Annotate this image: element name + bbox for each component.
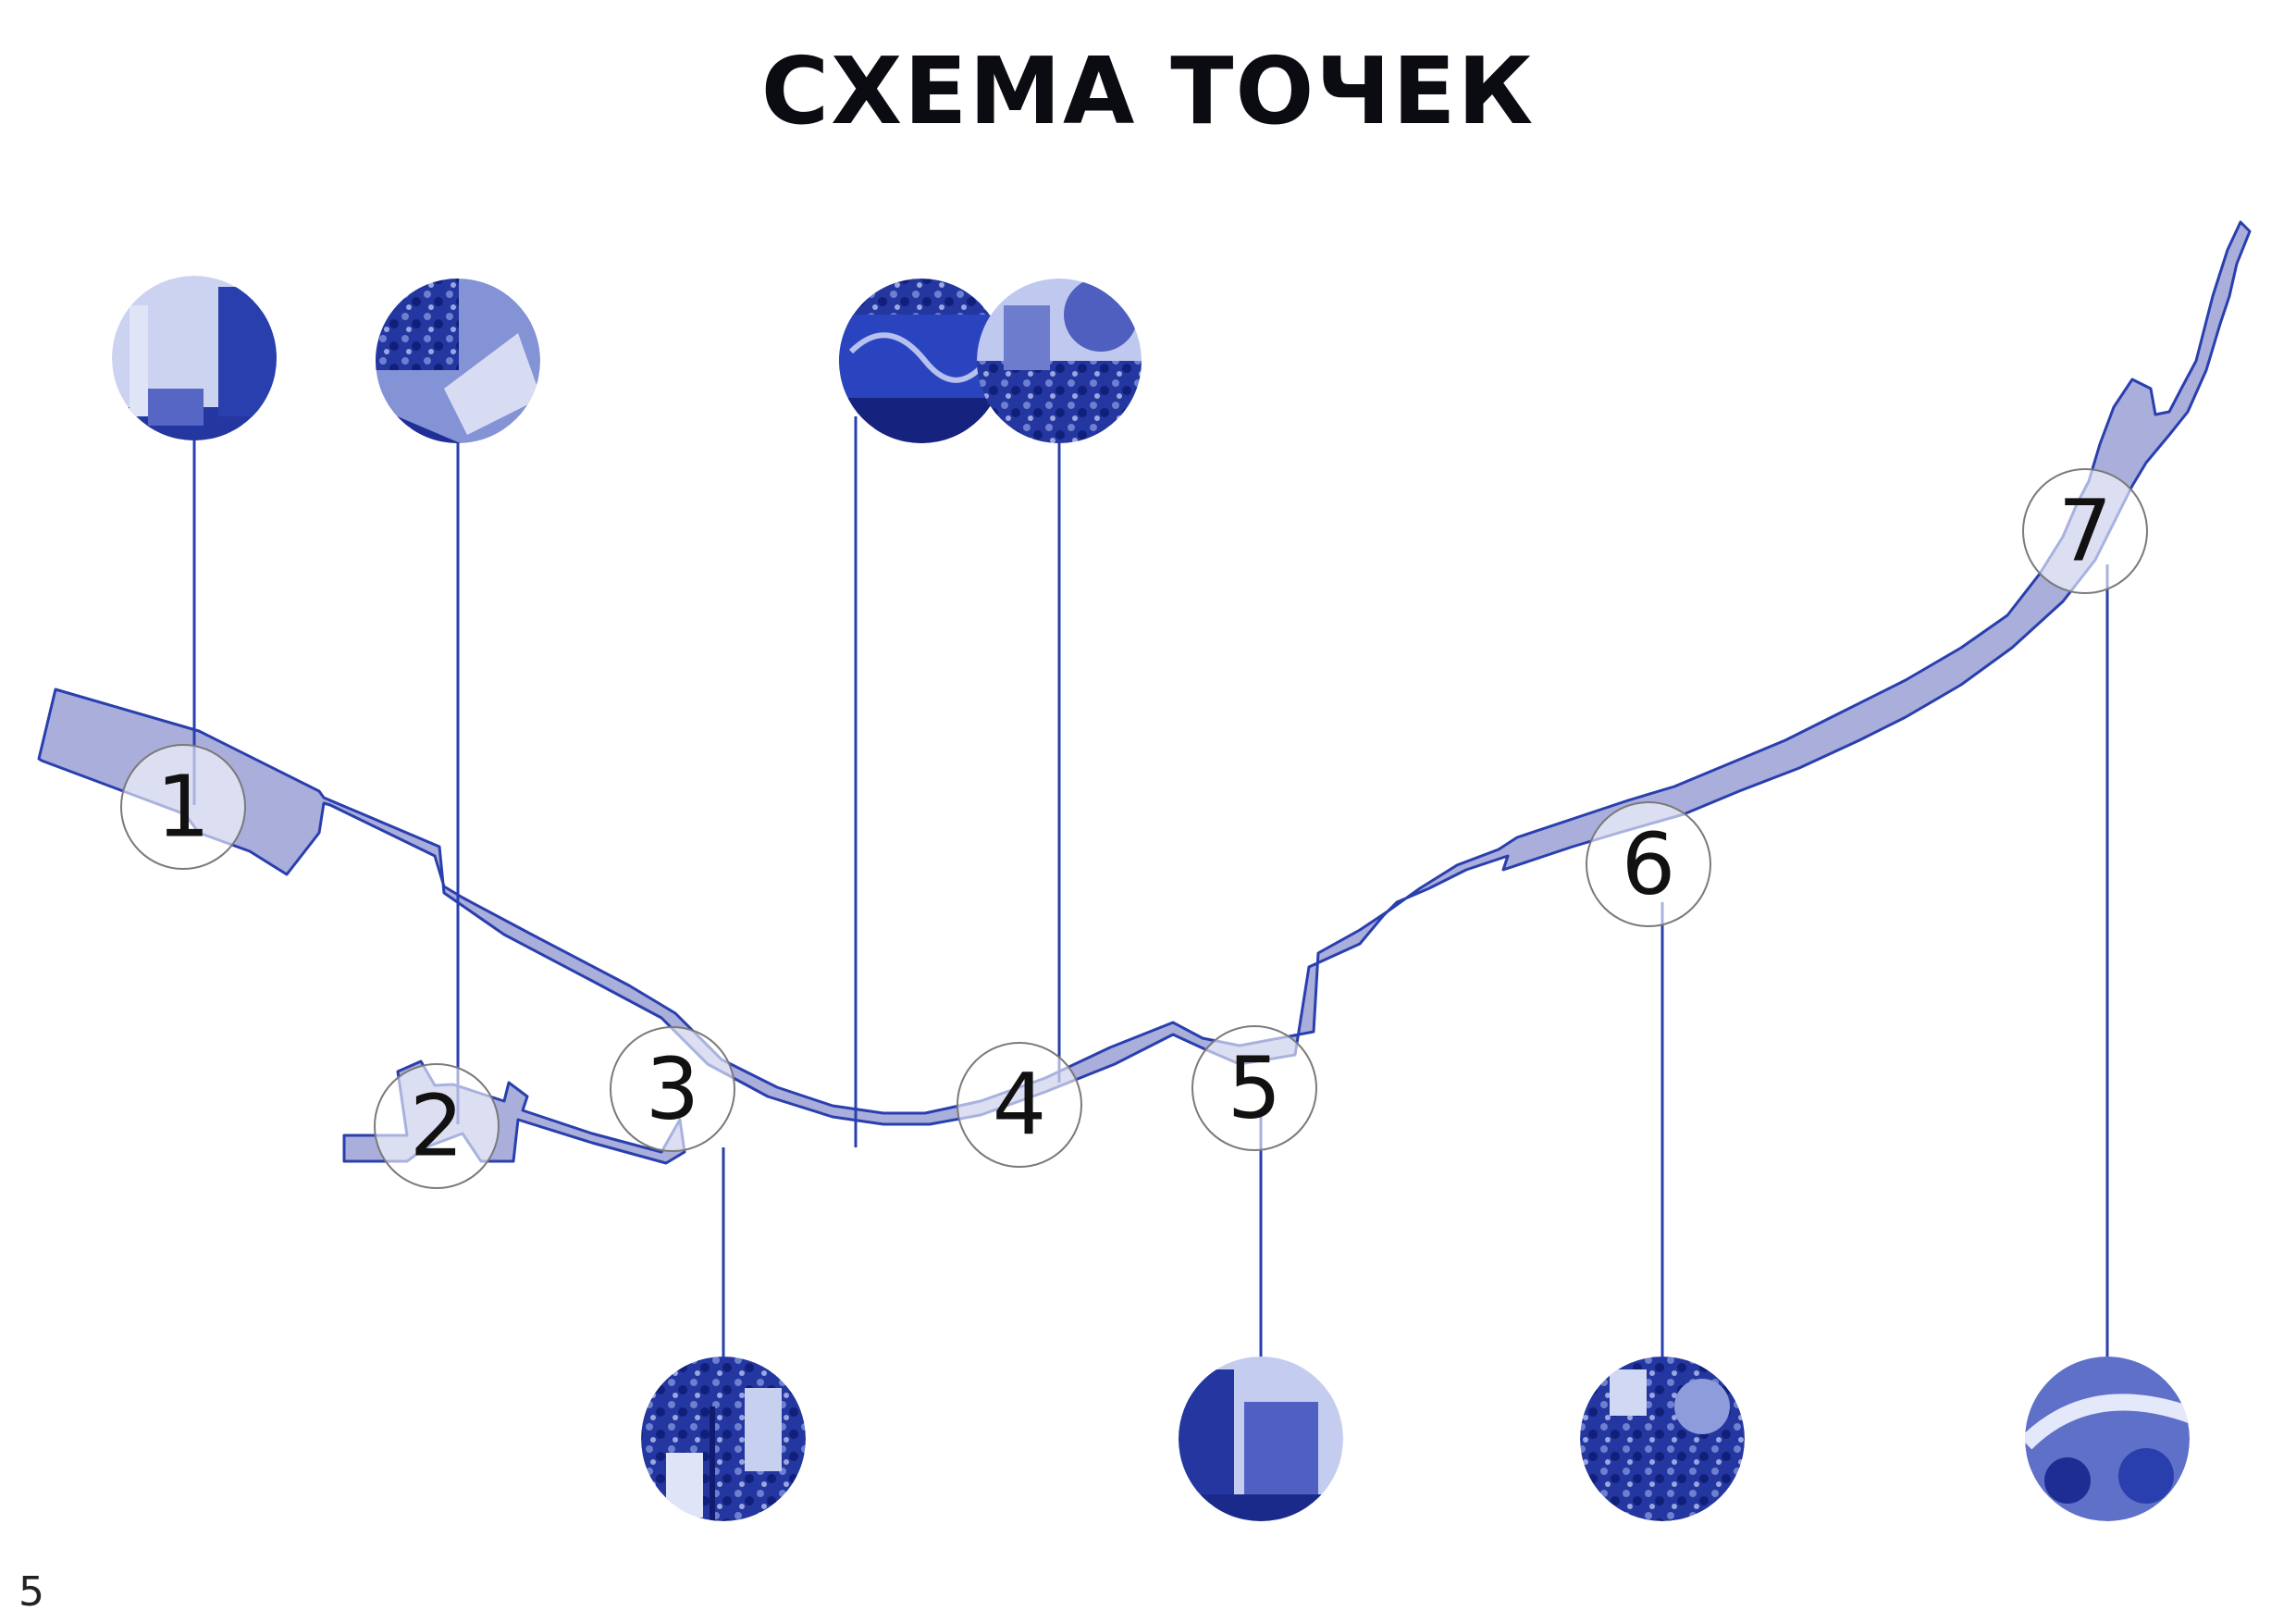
point-marker-4[interactable]: 4 — [957, 1042, 1082, 1168]
point-marker-5[interactable]: 5 — [1191, 1025, 1317, 1151]
photo-1 — [112, 276, 277, 440]
point-marker-6[interactable]: 6 — [1586, 801, 1711, 927]
point-label-3: 3 — [646, 1040, 700, 1139]
photo-4b — [977, 279, 1142, 443]
leader-lines — [192, 416, 2109, 1357]
route-area — [37, 220, 2252, 1126]
point-label-6: 6 — [1622, 815, 1676, 914]
point-label-4: 4 — [993, 1056, 1047, 1155]
point-label-2: 2 — [410, 1077, 464, 1176]
photo-2 — [376, 279, 540, 443]
point-marker-2[interactable]: 2 — [374, 1063, 500, 1189]
photo-6 — [1580, 1357, 1745, 1521]
point-label-1: 1 — [156, 758, 211, 857]
page-number: 5 — [19, 1568, 44, 1616]
photo-7 — [2025, 1357, 2190, 1521]
photo-5 — [1179, 1357, 1343, 1521]
photo-3 — [641, 1357, 806, 1521]
point-label-7: 7 — [2058, 482, 2113, 581]
point-marker-1[interactable]: 1 — [120, 744, 246, 870]
point-marker-3[interactable]: 3 — [610, 1026, 735, 1152]
page-title: СХЕМА ТОЧЕК — [760, 37, 1536, 145]
point-marker-7[interactable]: 7 — [2022, 468, 2148, 594]
point-label-5: 5 — [1228, 1039, 1282, 1138]
